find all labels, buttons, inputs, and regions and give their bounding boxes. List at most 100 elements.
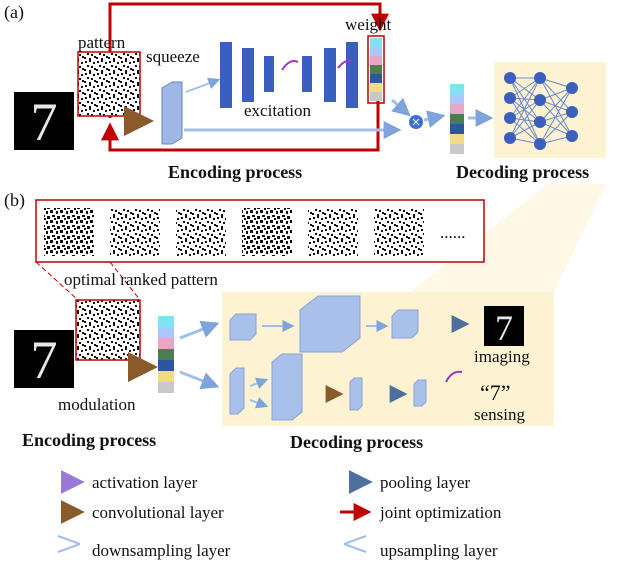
stack-cell (370, 38, 382, 47)
stack-cell (450, 104, 464, 114)
encoded-stack-b (158, 316, 174, 393)
digit-image-b (14, 330, 74, 388)
pattern-image-b (75, 299, 141, 361)
encoding-process-label-b: Encoding process (22, 430, 156, 450)
nn-edge (509, 77, 541, 119)
imaging-output-glyph: 7 (495, 308, 513, 348)
stack-cell (370, 65, 382, 74)
stack-cell (158, 360, 174, 371)
multiply-out-arrow (423, 110, 446, 128)
nn-edge (539, 111, 573, 145)
optimal-ranked-pattern-label: optimal ranked pattern (64, 270, 218, 289)
nn-edge (539, 87, 573, 145)
pattern-image-a (77, 51, 141, 117)
joint-optimization-loop-bottom (101, 100, 380, 152)
weight-label: weight (345, 15, 392, 34)
digit-glyph-b: 7 (31, 330, 58, 390)
modulation-label: modulation (58, 395, 136, 414)
nn-edge (509, 77, 541, 145)
stack-cell (370, 74, 382, 83)
decoding-process-label-a: Decoding process (456, 162, 589, 182)
stack-cell (450, 114, 464, 124)
branch-arrow-up (179, 320, 220, 340)
stack-cell (450, 84, 464, 94)
pattern-label: pattern (78, 33, 126, 52)
stack-cell (158, 349, 174, 360)
sensing-label: sensing (474, 405, 526, 424)
nn-edge (509, 99, 541, 139)
zoom-dashed-lines (35, 261, 141, 301)
nn-edge (509, 117, 541, 145)
nn-edge (509, 77, 541, 101)
panel-a-label: (a) (4, 2, 24, 23)
decoder-network (504, 72, 578, 150)
stack-cell (450, 144, 464, 154)
digit-image-a (14, 92, 74, 150)
legend-joint: joint optimization (379, 503, 502, 522)
nn-edge (539, 87, 573, 123)
nn-edge (509, 97, 541, 123)
stack-cell (158, 371, 174, 382)
excitation-label: excitation (244, 101, 312, 120)
zoom-cone-b (410, 184, 606, 292)
nn-edge (509, 77, 541, 99)
legend-convolutional: convolutional layer (92, 503, 224, 522)
nn-node (504, 132, 516, 144)
legend-activation: activation layer (92, 473, 198, 492)
stack-cell (158, 338, 174, 349)
encoding-process-label-a: Encoding process (168, 162, 302, 182)
nn-edge (509, 77, 541, 139)
upsampling-legend-icon (343, 535, 367, 553)
panel-b-label: (b) (4, 190, 25, 211)
ranked-patterns (44, 208, 424, 256)
downsampling-legend-icon (57, 535, 81, 553)
nn-edge (539, 99, 573, 137)
weight-to-multiply-arrow (391, 97, 411, 117)
stack-cell (370, 47, 382, 56)
stack-cell (450, 124, 464, 134)
imaging-label: imaging (474, 347, 530, 366)
nn-node (566, 106, 578, 118)
nn-node (566, 82, 578, 94)
sensing-branch (229, 353, 463, 421)
stack-cell (370, 92, 382, 101)
stack-border (367, 35, 385, 104)
digit-glyph-a: 7 (31, 92, 58, 152)
nn-edge (539, 77, 573, 113)
sensing-value: “7” (480, 380, 511, 405)
decoding-process-label-b: Decoding process (290, 432, 423, 452)
nn-edge (509, 97, 541, 145)
legend-upsampling: upsampling layer (380, 541, 498, 560)
stack-cell (450, 94, 464, 104)
branch-arrow-down (179, 370, 220, 390)
ellipsis: ...... (440, 223, 466, 242)
stack-cell (158, 316, 174, 327)
legend: activation layer convolutional layer dow… (52, 470, 502, 560)
squeeze-input-block (161, 81, 183, 145)
nn-node (534, 94, 546, 106)
squeeze-label: squeeze (146, 47, 200, 66)
legend-pooling: pooling layer (380, 473, 471, 492)
stack-cell (370, 83, 382, 92)
weight-stack-a (367, 35, 385, 104)
nn-node (534, 138, 546, 150)
nn-node (566, 130, 578, 142)
imaging-output (484, 306, 524, 346)
nn-node (504, 92, 516, 104)
stack-cell (158, 327, 174, 338)
nn-node (534, 72, 546, 84)
nn-node (504, 112, 516, 124)
nn-edge (539, 77, 573, 137)
weighted-stack-a (450, 84, 464, 154)
stack-cell (158, 382, 174, 393)
nn-node (534, 116, 546, 128)
imaging-branch (229, 295, 470, 353)
excitation-blocks (185, 42, 358, 108)
stack-cell (450, 134, 464, 144)
stack-cell (370, 56, 382, 65)
legend-downsampling: downsampling layer (92, 541, 231, 560)
multiply-operator (409, 115, 423, 129)
nn-node (504, 72, 516, 84)
multiply-icon: ✕ (411, 117, 420, 129)
